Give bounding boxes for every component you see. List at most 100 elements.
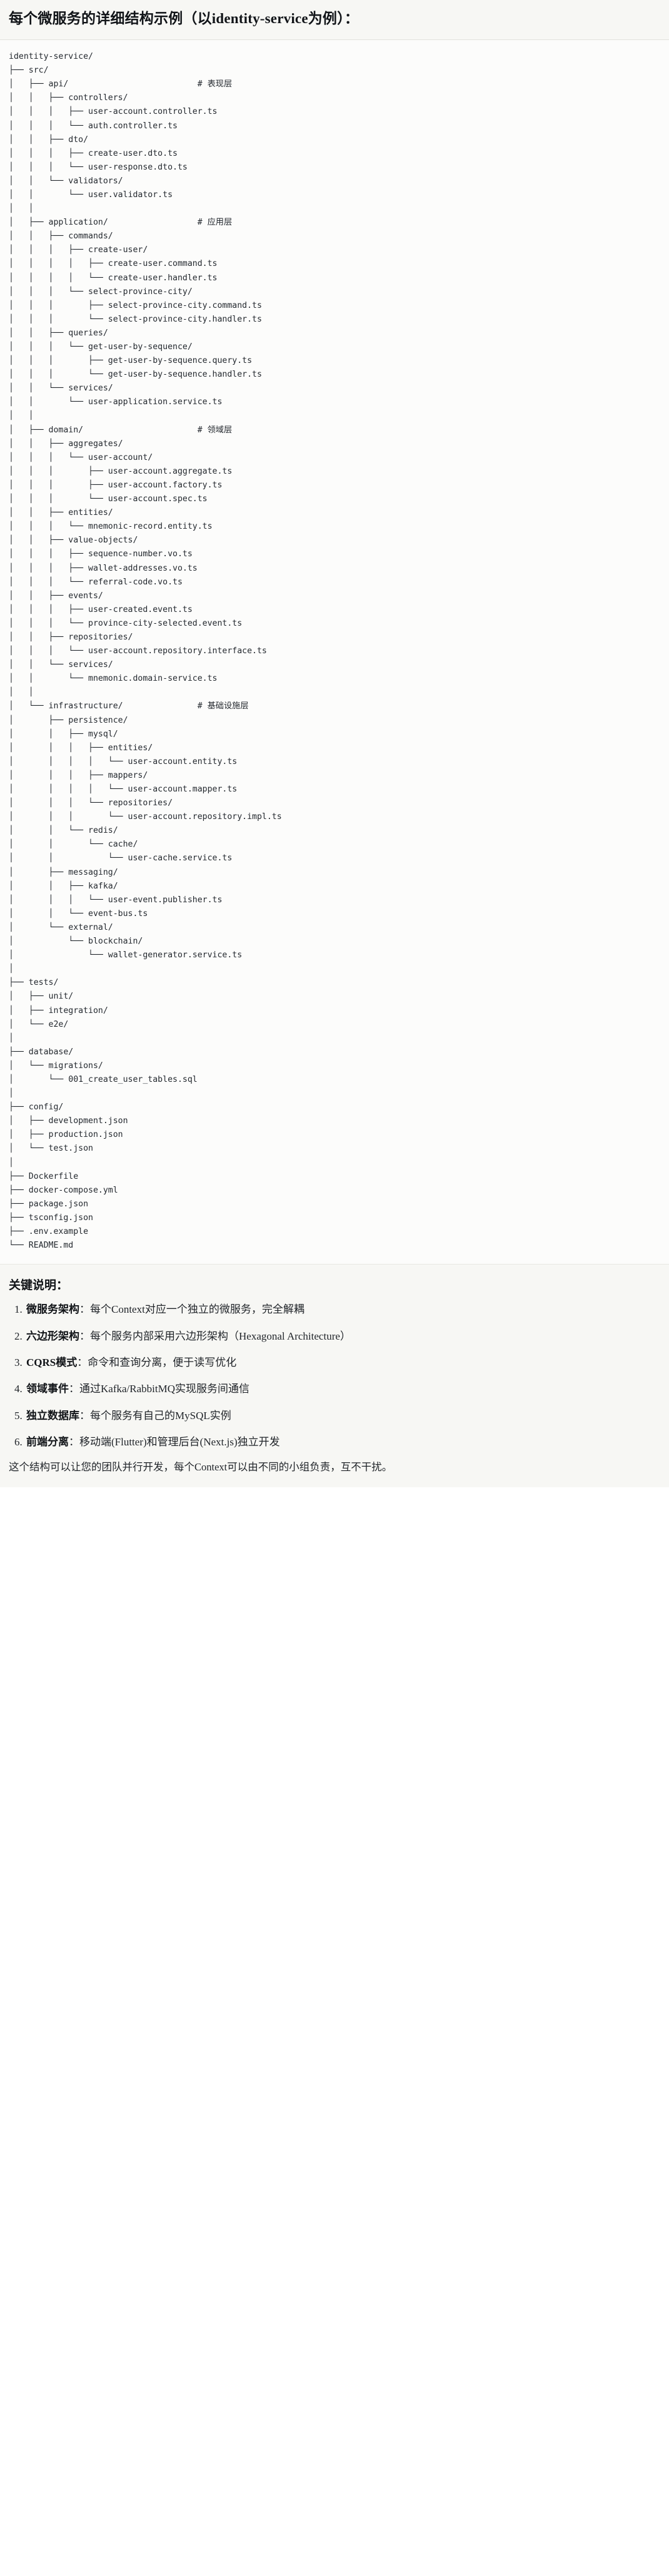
tree-line: │ │ │ ├── entities/ [9, 743, 153, 753]
tree-line: │ │ ├── queries/ [9, 328, 108, 338]
tree-line: │ └── migrations/ [9, 1061, 103, 1071]
key-note-term: 独立数据库 [26, 1409, 79, 1422]
tree-line: │ └── blockchain/ [9, 937, 143, 947]
tree-line: │ │ [9, 204, 34, 214]
key-note-item: 独立数据库：每个服务有自己的MySQL实例 [25, 1408, 660, 1424]
tree-line: ├── src/ [9, 66, 49, 76]
key-note-item: 微服务架构：每个Context对应一个独立的微服务，完全解耦 [25, 1301, 660, 1318]
tree-line: │ │ │ │ └── user-account.mapper.ts [9, 785, 238, 795]
tree-line: │ │ │ └── referral-code.vo.ts [9, 577, 183, 587]
key-note-term: 微服务架构 [26, 1303, 79, 1316]
tree-line: │ │ │ ├── user-account.controller.ts [9, 107, 218, 117]
tree-line: │ │ ├── entities/ [9, 508, 113, 518]
tree-line: │ │ │ └── user-account.repository.interf… [9, 646, 267, 656]
tree-line: │ ├── production.json [9, 1130, 123, 1140]
tree-line: │ │ │ └── get-user-by-sequence/ [9, 342, 193, 352]
tree-line: │ │ ├── controllers/ [9, 93, 128, 103]
tree-line: │ │ └── redis/ [9, 826, 118, 836]
page-title: 每个微服务的详细结构示例（以identity-service为例）： [9, 11, 360, 26]
key-note-item: 六边形架构：每个服务内部采用六边形架构（Hexagonal Architectu… [25, 1328, 660, 1345]
tree-line: │ │ │ │ └── create-user.handler.ts [9, 273, 218, 283]
tree-line: │ │ │ └── user-account.spec.ts [9, 494, 208, 504]
tree-line: │ │ └── user-application.service.ts [9, 397, 223, 407]
tree-line: └── README.md [9, 1241, 74, 1251]
tree-line: │ │ │ └── select-province-city/ [9, 287, 193, 297]
key-notes-section: 关键说明： 微服务架构：每个Context对应一个独立的微服务，完全解耦六边形架… [0, 1265, 669, 1487]
tree-line: │ │ └── services/ [9, 384, 113, 394]
tree-line: │ │ └── mnemonic.domain-service.ts [9, 674, 218, 684]
tree-line: │ │ [9, 688, 34, 698]
document-header: 每个微服务的详细结构示例（以identity-service为例）： [0, 0, 669, 41]
key-note-description: ：每个服务有自己的MySQL实例 [79, 1409, 231, 1422]
tree-line: │ └── test.json [9, 1144, 93, 1154]
tree-line: │ │ │ └── user-account.repository.impl.t… [9, 812, 282, 822]
tree-line: │ │ └── user.validator.ts [9, 190, 173, 200]
tree-line: │ │ │ ├── user-account.factory.ts [9, 480, 223, 490]
directory-tree-block: identity-service/ ├── src/ │ ├── api/ # 表现… [0, 40, 669, 1265]
tree-line: │ │ │ ├── wallet-addresses.vo.ts [9, 563, 198, 573]
tree-line: ├── Dockerfile [9, 1171, 79, 1181]
key-note-term: 前端分离 [26, 1435, 69, 1448]
tree-line: │ ├── api/ # 表现层 [9, 79, 233, 89]
tree-line: │ ├── domain/ # 领域层 [9, 425, 233, 435]
tree-line: │ ├── integration/ [9, 1005, 108, 1016]
tree-line: │ │ │ └── select-province-city.handler.t… [9, 314, 262, 324]
tree-line: │ [9, 1033, 14, 1043]
tree-line: │ └── e2e/ [9, 1019, 69, 1029]
key-note-description: ：命令和查询分离，便于读写优化 [77, 1356, 237, 1368]
tree-line: │ └── external/ [9, 922, 113, 932]
key-note-description: ：每个Context对应一个独立的微服务，完全解耦 [79, 1303, 304, 1316]
tree-line: │ │ ├── mysql/ [9, 729, 118, 739]
key-notes-list: 微服务架构：每个Context对应一个独立的微服务，完全解耦六边形架构：每个服务… [9, 1301, 660, 1450]
tree-line: ├── config/ [9, 1102, 64, 1112]
tree-line: │ └── infrastructure/ # 基础设施层 [9, 701, 249, 711]
closing-paragraph: 这个结构可以让您的团队并行开发，每个Context可以由不同的小组负责，互不干扰… [9, 1461, 393, 1474]
tree-line: │ ├── messaging/ [9, 867, 118, 877]
tree-line: │ └── wallet-generator.service.ts [9, 950, 243, 960]
tree-line: ├── database/ [9, 1047, 74, 1057]
tree-line: │ [9, 1089, 14, 1099]
key-note-term: 领域事件 [26, 1383, 69, 1395]
tree-line: │ │ ├── commands/ [9, 232, 113, 242]
tree-line: │ │ │ ├── mappers/ [9, 770, 148, 780]
key-note-description: ：每个服务内部采用六边形架构（Hexagonal Architecture） [79, 1330, 351, 1342]
tree-line: │ │ ├── events/ [9, 591, 103, 601]
tree-line: │ │ └── cache/ [9, 840, 138, 850]
tree-line: │ │ │ └── user-event.publisher.ts [9, 895, 223, 905]
key-note-description: ：移动端(Flutter)和管理后台(Next.js)独立开发 [69, 1435, 280, 1448]
tree-line: ├── .env.example [9, 1227, 89, 1237]
tree-line: │ ├── persistence/ [9, 715, 128, 725]
tree-line: │ │ └── validators/ [9, 176, 123, 186]
tree-line: │ │ ├── dto/ [9, 135, 89, 145]
tree-line: │ │ └── event-bus.ts [9, 909, 148, 919]
tree-line: │ │ [9, 411, 34, 421]
tree-line: │ │ │ └── user-response.dto.ts [9, 162, 188, 172]
tree-line: identity-service/ [9, 52, 93, 62]
tree-line: │ │ ├── kafka/ [9, 881, 118, 891]
tree-line: │ │ │ └── province-city-selected.event.t… [9, 618, 243, 628]
tree-line: │ │ │ └── mnemonic-record.entity.ts [9, 522, 213, 532]
tree-line: │ │ │ └── user-account/ [9, 452, 153, 462]
directory-tree: identity-service/ ├── src/ │ ├── api/ # 表现… [9, 50, 660, 1253]
key-note-term: 六边形架构 [26, 1330, 79, 1342]
tree-line: │ │ ├── repositories/ [9, 632, 133, 642]
tree-line: │ │ │ └── get-user-by-sequence.handler.t… [9, 370, 262, 380]
tree-line: │ │ └── user-cache.service.ts [9, 853, 233, 863]
tree-line: │ ├── development.json [9, 1116, 128, 1126]
tree-line: │ └── 001_create_user_tables.sql [9, 1074, 198, 1084]
document-page: 每个微服务的详细结构示例（以identity-service为例）： ident… [0, 0, 669, 1487]
tree-line: │ │ ├── aggregates/ [9, 439, 123, 449]
tree-line: │ [9, 1158, 14, 1168]
tree-line: │ │ │ ├── sequence-number.vo.ts [9, 549, 193, 559]
key-notes-title: 关键说明： [9, 1279, 69, 1293]
key-note-term: CQRS模式 [26, 1356, 78, 1368]
tree-line: ├── docker-compose.yml [9, 1185, 118, 1195]
tree-line: │ │ │ ├── get-user-by-sequence.query.ts [9, 356, 253, 366]
tree-line: │ │ │ └── auth.controller.ts [9, 121, 178, 131]
tree-line: │ [9, 964, 14, 974]
tree-line: ├── package.json [9, 1199, 89, 1209]
key-note-item: 领域事件：通过Kafka/RabbitMQ实现服务间通信 [25, 1381, 660, 1397]
tree-line: │ │ │ ├── create-user.dto.ts [9, 148, 178, 158]
tree-line: │ ├── application/ # 应用层 [9, 218, 233, 228]
tree-line: │ │ │ │ └── user-account.entity.ts [9, 756, 238, 766]
